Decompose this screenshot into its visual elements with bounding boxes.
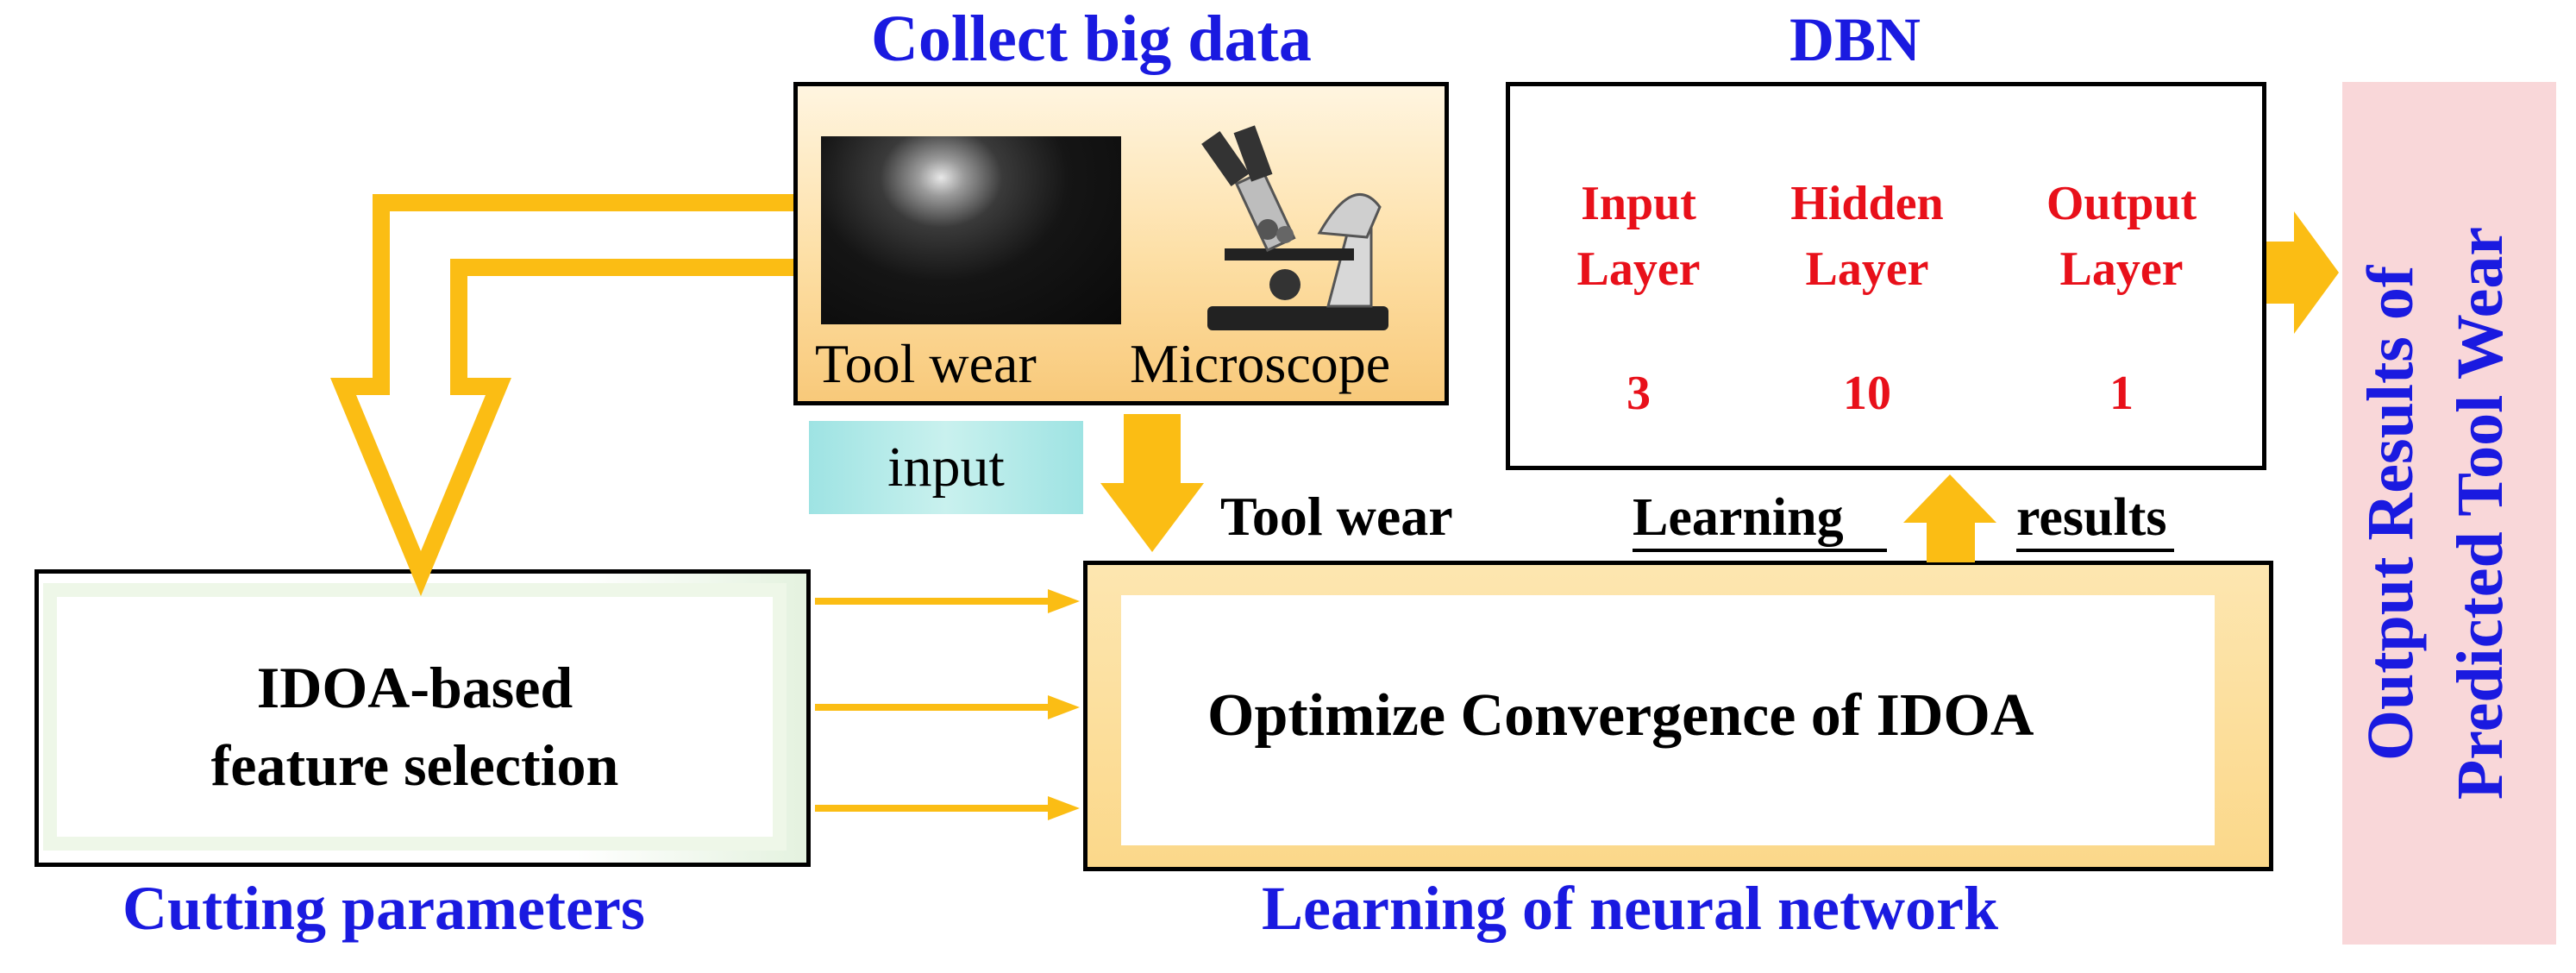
arrow-right-small-1 bbox=[815, 589, 1080, 613]
learning-nn-inner bbox=[1121, 595, 2215, 845]
output-layer-line2: Layer bbox=[2059, 242, 2184, 296]
arrow-down-icon bbox=[1100, 414, 1204, 552]
input-layer-line1: Input bbox=[1581, 177, 1696, 230]
optimize-label: Optimize Convergence of IDOA bbox=[1207, 682, 2034, 749]
input-layer-count: 3 bbox=[1626, 367, 1651, 420]
output-layer-line1: Output bbox=[2046, 177, 2197, 230]
output-results-bar bbox=[2342, 82, 2556, 945]
arrow-right-icon bbox=[2266, 211, 2339, 334]
arrow-right-small-3 bbox=[815, 796, 1080, 820]
input-layer-label: Input Layer bbox=[1544, 171, 1733, 302]
idoa-feature-text: IDOA-based feature selection bbox=[57, 649, 773, 804]
arrow-up-icon bbox=[1903, 474, 1996, 562]
dbn-title: DBN bbox=[1789, 5, 1921, 74]
input-tag: input bbox=[809, 421, 1083, 514]
output-layer-count: 1 bbox=[2109, 367, 2134, 420]
hidden-layer-label: Hidden Layer bbox=[1768, 171, 1966, 302]
idoa-feature-inner bbox=[57, 597, 773, 837]
learning-nn-label: Learning of neural network bbox=[1262, 874, 1998, 943]
hidden-layer-line2: Layer bbox=[1805, 242, 1929, 296]
arrow-right-small-2 bbox=[815, 695, 1080, 719]
dbn-box bbox=[1506, 82, 2266, 470]
hollow-arrow-down-icon bbox=[330, 194, 793, 597]
idoa-line2: feature selection bbox=[210, 732, 619, 798]
results-label: results bbox=[2016, 487, 2174, 552]
collect-title: Collect big data bbox=[871, 3, 1312, 75]
microscope-icon bbox=[1201, 125, 1388, 330]
cutting-parameters-label: Cutting parameters bbox=[122, 874, 645, 943]
tool-wear-photo bbox=[821, 136, 1121, 324]
idoa-line1: IDOA-based bbox=[256, 655, 573, 720]
microscope-caption: Microscope bbox=[1130, 333, 1391, 394]
tool-wear-label: Tool wear bbox=[1220, 486, 1453, 547]
hidden-layer-count: 10 bbox=[1843, 367, 1891, 420]
input-layer-line2: Layer bbox=[1576, 242, 1701, 296]
hidden-layer-line1: Hidden bbox=[1790, 177, 1944, 230]
tool-wear-caption: Tool wear bbox=[815, 333, 1037, 394]
output-layer-label: Output Layer bbox=[2018, 171, 2225, 302]
learning-label: Learning bbox=[1633, 487, 1887, 552]
